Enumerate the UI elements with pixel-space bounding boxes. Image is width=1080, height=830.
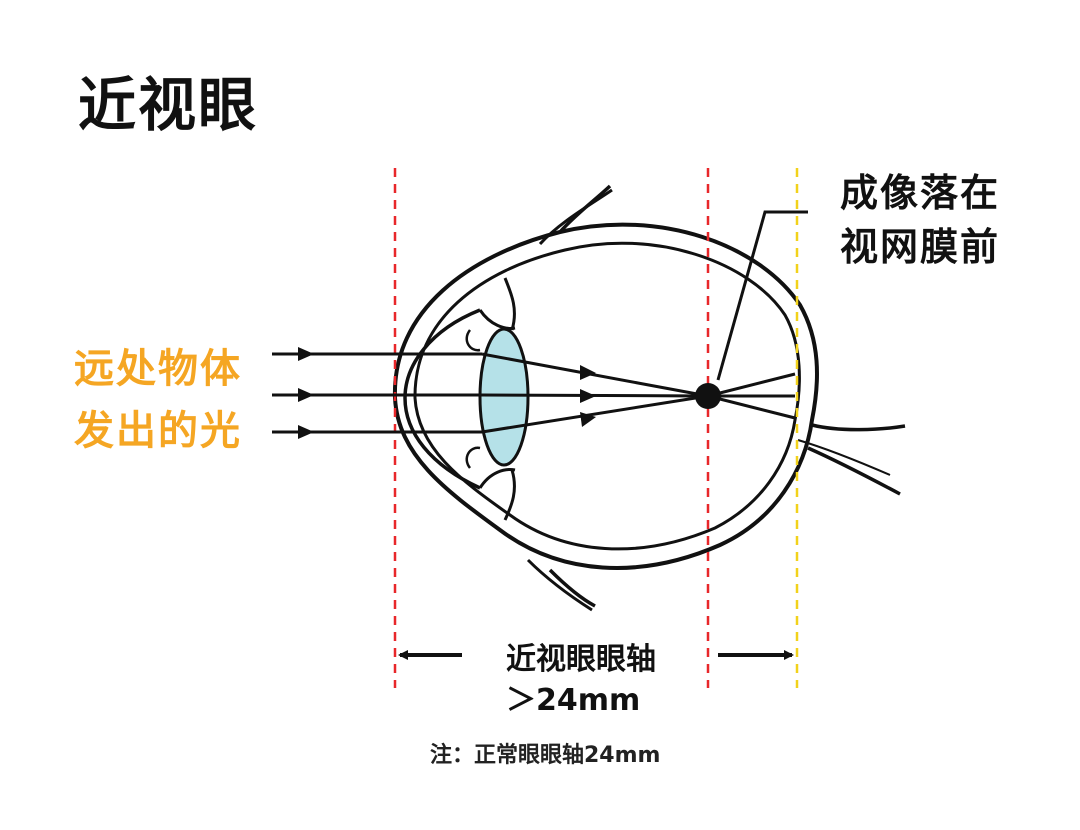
axis-label-line-1: 近视眼眼轴 bbox=[506, 642, 656, 677]
ray-arrowheads bbox=[298, 347, 596, 439]
image-label-line-1: 成像落在 bbox=[840, 171, 1001, 215]
guide-lines bbox=[393, 168, 799, 688]
axis-label-line-2: ＞24mm bbox=[506, 683, 641, 718]
light-label-line-1: 远处物体 bbox=[74, 346, 242, 392]
page-title: 近视眼 bbox=[78, 71, 259, 139]
eyeball-outline bbox=[392, 184, 906, 612]
lens bbox=[478, 327, 530, 467]
footnote: 注：正常眼眼轴24mm bbox=[430, 743, 661, 768]
leader-line bbox=[716, 210, 808, 381]
light-label-line-2: 发出的光 bbox=[74, 408, 242, 454]
focal-point bbox=[695, 383, 721, 409]
image-label-line-2: 视网膜前 bbox=[840, 225, 1001, 269]
